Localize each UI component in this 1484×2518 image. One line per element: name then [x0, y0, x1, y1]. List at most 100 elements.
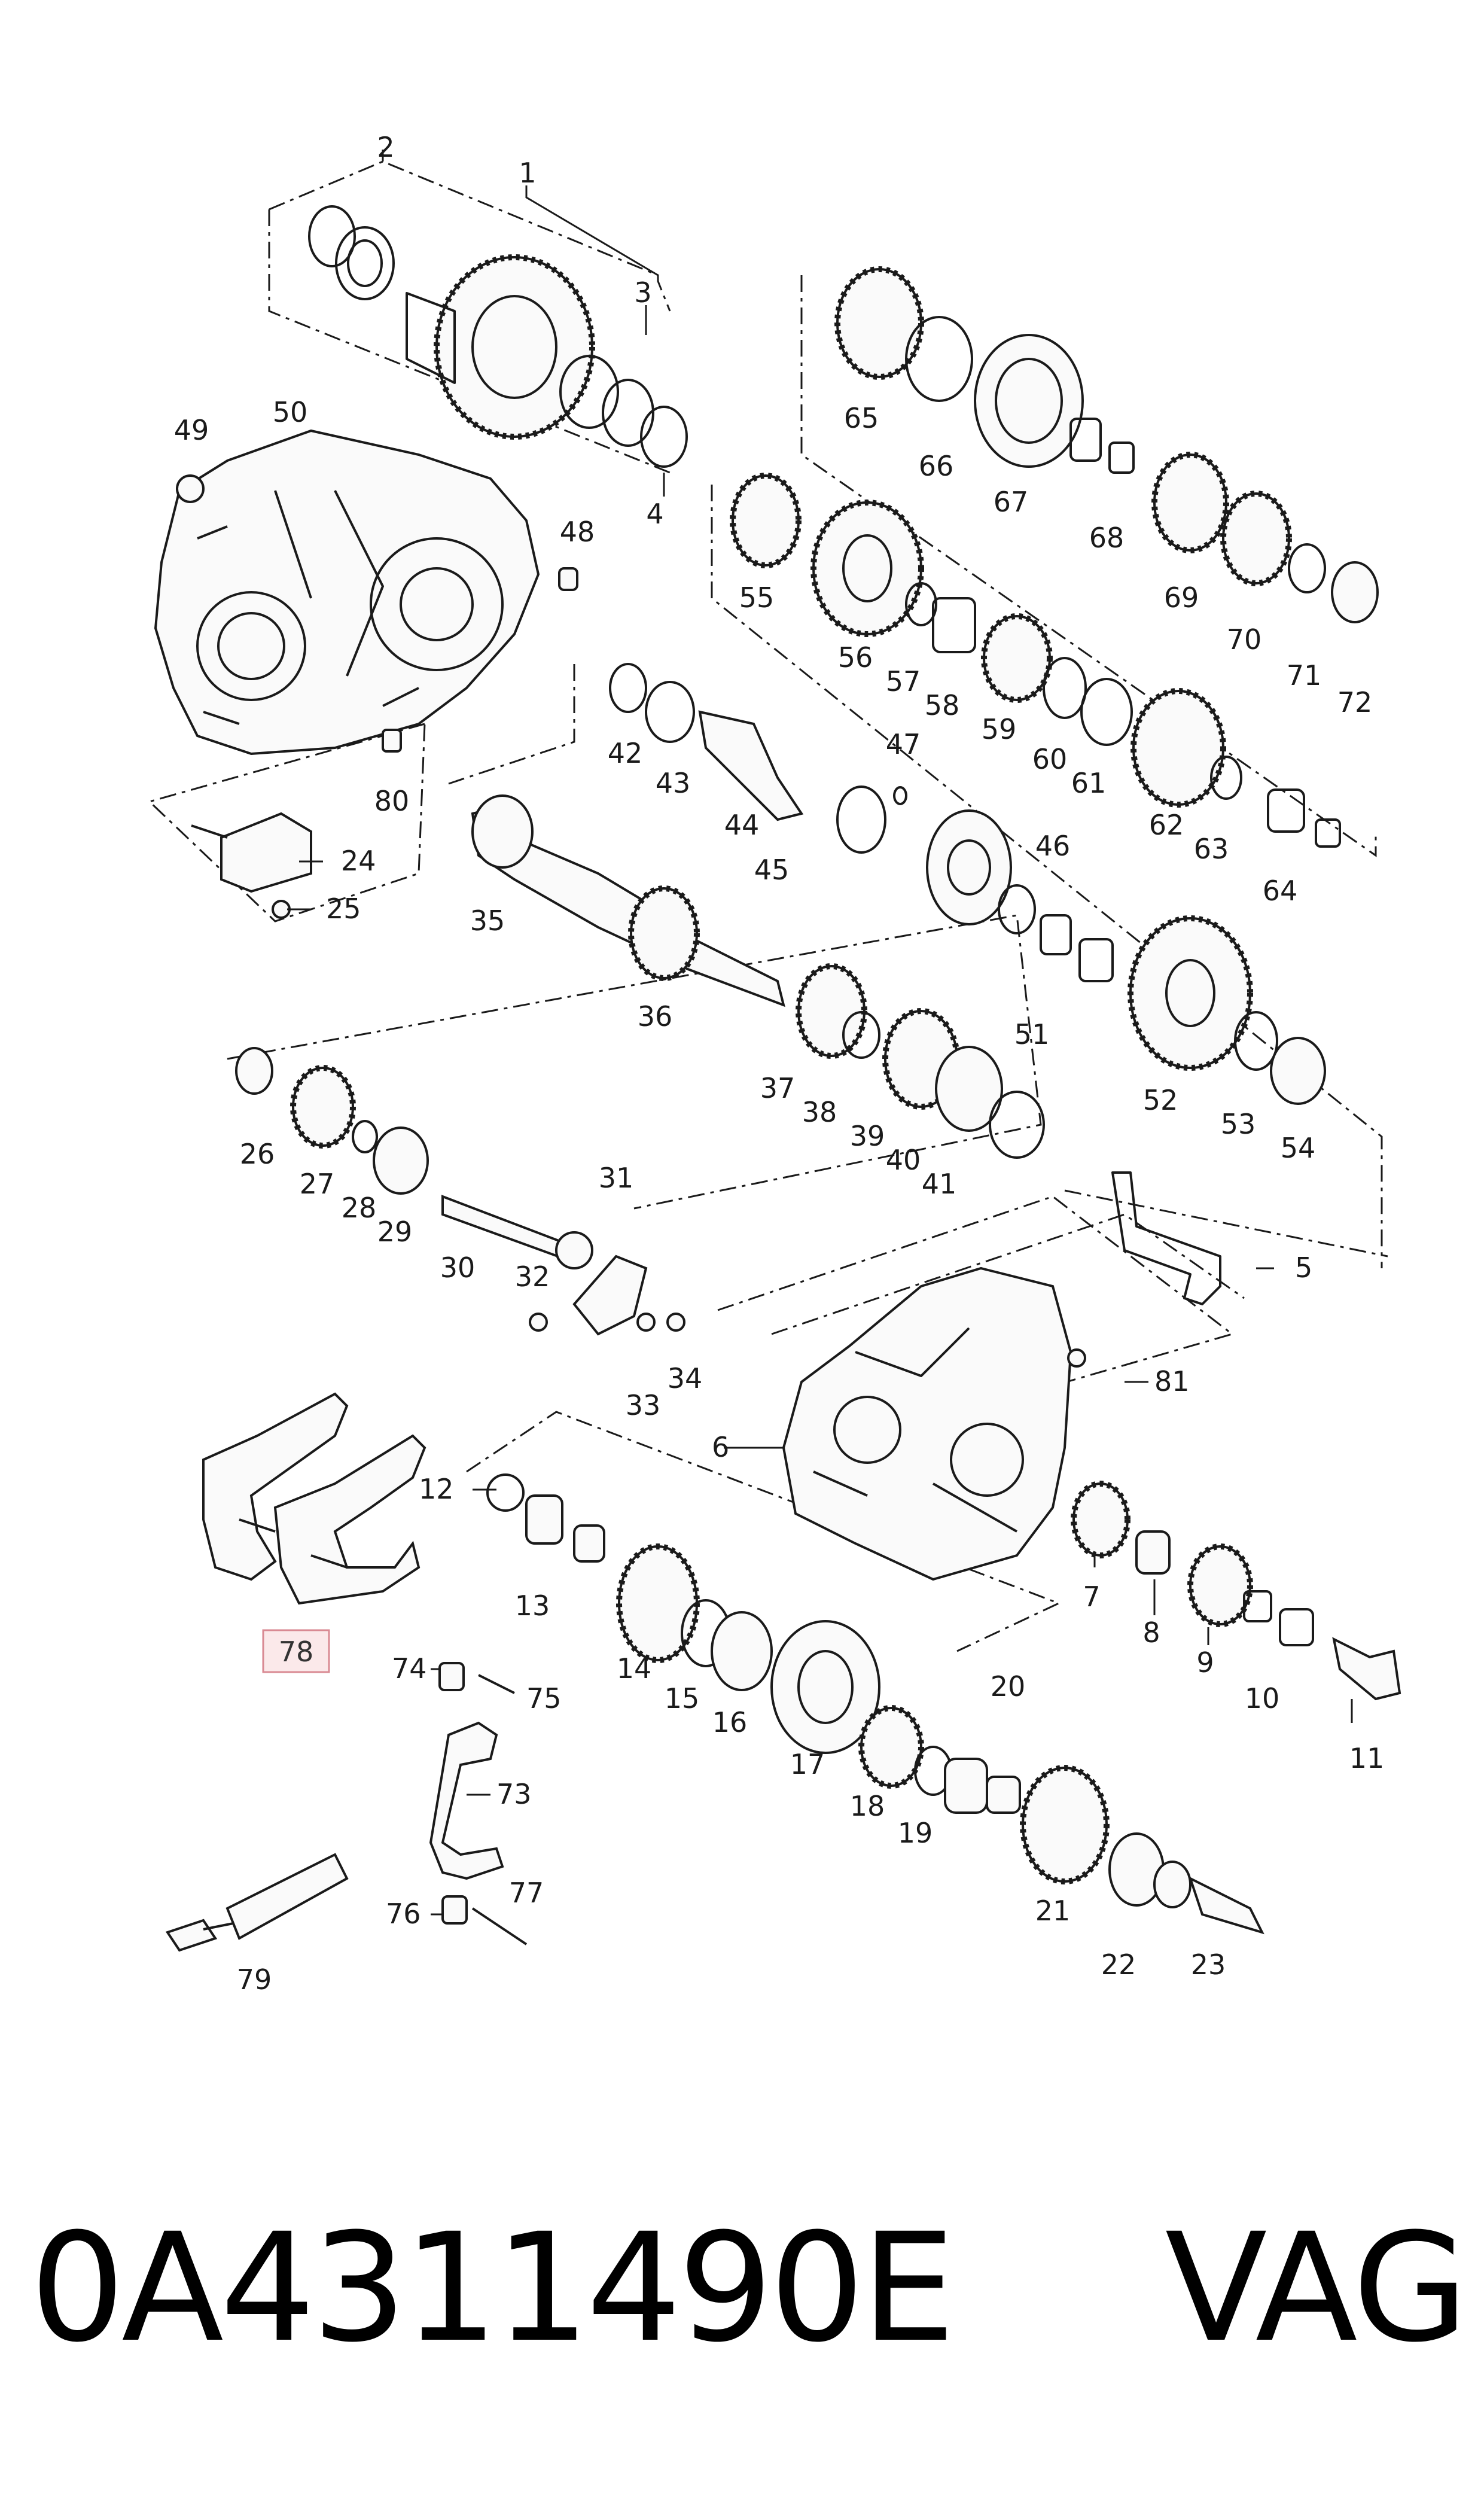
callout-80: 80 [374, 785, 410, 817]
callout-30: 30 [440, 1252, 476, 1284]
leader-lines [287, 150, 1353, 1916]
callout-59: 59 [982, 713, 1017, 745]
brand-text: VAG [1165, 2201, 1468, 2375]
callout-15: 15 [665, 1682, 700, 1715]
callout-35: 35 [470, 905, 505, 937]
callout-19: 19 [898, 1817, 933, 1849]
callout-66: 66 [919, 450, 954, 482]
callout-52: 52 [1143, 1084, 1178, 1116]
callout-8: 8 [1142, 1616, 1160, 1649]
callout-17: 17 [790, 1748, 825, 1780]
callout-34: 34 [668, 1362, 703, 1395]
callout-71: 71 [1287, 659, 1322, 692]
callout-62: 62 [1149, 809, 1184, 841]
callout-73: 73 [496, 1778, 532, 1810]
callout-38: 38 [802, 1096, 837, 1128]
callout-25: 25 [326, 893, 361, 925]
callout-6: 6 [712, 1431, 729, 1463]
callout-49: 49 [174, 414, 209, 446]
callout-9: 9 [1196, 1646, 1214, 1679]
callout-68: 68 [1089, 522, 1125, 554]
callout-24: 24 [341, 845, 376, 877]
callout-7: 7 [1083, 1581, 1100, 1613]
callout-11: 11 [1349, 1742, 1385, 1774]
callout-63: 63 [1194, 833, 1229, 865]
gear-housing-6 [782, 1171, 1221, 1581]
reverse-gear-group [235, 1047, 685, 1336]
highlight-box-78 [262, 1629, 330, 1673]
callout-labels: 1 2 3 4 5 6 7 8 9 10 11 12 13 14 15 16 1… [174, 131, 1385, 1996]
middle-gear-train [730, 473, 1341, 848]
callout-12: 12 [419, 1473, 454, 1505]
output-gear-train [1071, 1481, 1401, 1701]
sealant-tube-79 [165, 1853, 349, 1952]
callout-67: 67 [994, 486, 1029, 518]
differential-assembly-1 [308, 205, 688, 468]
callout-44: 44 [724, 809, 760, 841]
callout-43: 43 [656, 767, 691, 799]
callout-69: 69 [1164, 581, 1199, 614]
lower-middle-gear-train [486, 1473, 1264, 1935]
selector-fork-78 [202, 1392, 426, 1605]
callout-50: 50 [273, 396, 308, 428]
callout-10: 10 [1245, 1682, 1280, 1715]
input-shaft-assembly [471, 663, 1012, 1007]
callout-53: 53 [1221, 1108, 1256, 1140]
callout-32: 32 [515, 1260, 550, 1293]
callout-45: 45 [754, 854, 790, 886]
callout-41: 41 [922, 1168, 957, 1200]
small-hardware-left [176, 474, 578, 919]
callout-33: 33 [626, 1389, 661, 1421]
callout-79: 79 [237, 1963, 272, 1996]
callout-77: 77 [509, 1877, 544, 1909]
callout-37: 37 [760, 1072, 796, 1104]
callout-2: 2 [377, 131, 394, 163]
callout-36: 36 [638, 1000, 673, 1033]
callout-65: 65 [844, 402, 879, 434]
callout-42: 42 [608, 737, 643, 769]
callout-18: 18 [850, 1790, 885, 1822]
callout-76: 76 [386, 1898, 421, 1930]
transmission-housing-50 [154, 429, 540, 756]
callout-22: 22 [1101, 1948, 1136, 1981]
callout-4: 4 [646, 498, 663, 530]
upper-gear-train [834, 266, 1379, 623]
callout-28: 28 [342, 1192, 377, 1224]
callout-14: 14 [617, 1652, 652, 1685]
callout-3: 3 [634, 276, 651, 309]
callout-81: 81 [1154, 1365, 1190, 1397]
callout-60: 60 [1032, 743, 1068, 775]
callout-48: 48 [560, 516, 595, 548]
callout-47: 47 [886, 728, 921, 760]
callout-72: 72 [1337, 686, 1373, 718]
callout-5: 5 [1295, 1252, 1312, 1284]
callout-55: 55 [739, 581, 775, 614]
callout-75: 75 [526, 1682, 562, 1715]
callout-26: 26 [240, 1138, 275, 1170]
part-number-text: 0A4311490E [30, 2201, 955, 2375]
callout-57: 57 [886, 665, 921, 698]
callout-58: 58 [925, 689, 960, 721]
callout-23: 23 [1191, 1948, 1226, 1981]
callout-16: 16 [712, 1706, 748, 1738]
callout-64: 64 [1263, 875, 1298, 907]
callout-39: 39 [850, 1120, 885, 1152]
callout-56: 56 [838, 641, 873, 674]
callout-61: 61 [1071, 767, 1107, 799]
callout-20: 20 [991, 1670, 1026, 1703]
callout-78-highlighted: 78 [279, 1636, 314, 1668]
callout-1: 1 [519, 157, 536, 189]
callout-46: 46 [1035, 830, 1071, 862]
callout-27: 27 [300, 1168, 335, 1200]
exploded-parts-diagram: 1 2 3 4 5 6 7 8 9 10 11 12 13 14 15 16 1… [148, 131, 1401, 1996]
callout-13: 13 [515, 1590, 550, 1622]
callout-29: 29 [377, 1216, 413, 1248]
callout-31: 31 [599, 1162, 634, 1194]
callout-40: 40 [886, 1144, 921, 1176]
callout-54: 54 [1281, 1132, 1316, 1164]
callout-70: 70 [1227, 623, 1262, 656]
shift-bracket-assembly [429, 1662, 528, 1945]
callout-51: 51 [1014, 1018, 1050, 1051]
callout-74: 74 [392, 1652, 427, 1685]
lower-gear-train [796, 884, 1326, 1159]
